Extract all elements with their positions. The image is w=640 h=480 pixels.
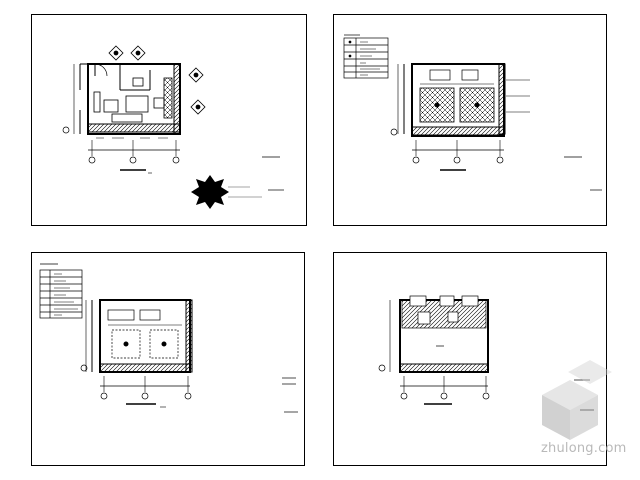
legend-table <box>343 34 389 79</box>
sheet-electrical-plan <box>31 252 305 466</box>
sheet-ceiling-plan <box>333 14 607 226</box>
electrical-plan-drawing <box>39 263 298 413</box>
floor-plan-drawing <box>62 45 284 191</box>
ceiling-plan-drawing <box>343 34 602 191</box>
watermark-logo <box>542 360 612 440</box>
watermark-text: zhulong.com <box>541 441 627 456</box>
sheet-floor-plan <box>31 14 307 226</box>
star-emblem <box>191 175 262 209</box>
roof-plan-drawing <box>378 295 594 411</box>
sheet-roof-plan <box>333 252 607 466</box>
legend-table-electrical <box>39 263 83 319</box>
